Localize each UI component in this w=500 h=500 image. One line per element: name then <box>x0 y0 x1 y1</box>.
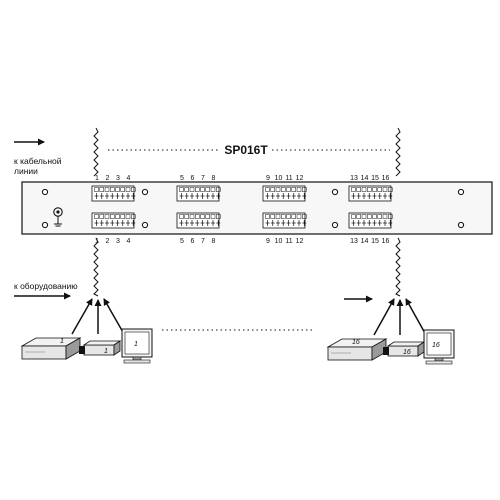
port-number-top: 3 <box>116 175 120 182</box>
port-number-bottom: 6 <box>191 238 195 245</box>
port-number-top: 11 <box>285 175 292 182</box>
monitor-icon: 1 <box>121 328 153 364</box>
port-number-bottom: 15 <box>371 238 379 245</box>
mount-hole <box>41 221 49 229</box>
cable-line-label-2: линии <box>14 166 38 176</box>
port-number-bottom: 9 <box>266 238 270 245</box>
ground-icon <box>53 207 63 227</box>
terminal-block <box>176 185 221 202</box>
mount-hole <box>331 188 339 196</box>
cable-line-label-1: к кабельной <box>14 156 62 166</box>
recorder-number: 16 <box>352 339 360 346</box>
mount-hole <box>457 188 465 196</box>
port-number-top: 13 <box>350 175 358 182</box>
port-number-top: 1 <box>95 175 99 182</box>
port-number-top: 2 <box>106 175 110 182</box>
terminal-block <box>176 212 221 229</box>
port-number-bottom: 12 <box>296 238 304 245</box>
port-number-top: 15 <box>371 175 379 182</box>
terminal-block <box>348 212 393 229</box>
camera-number: 16 <box>403 349 411 356</box>
mount-hole <box>457 221 465 229</box>
port-number-top: 9 <box>266 175 270 182</box>
mount-hole <box>141 188 149 196</box>
camera-number: 1 <box>104 348 108 355</box>
recorder-icon: 1 <box>20 337 82 360</box>
mount-hole <box>41 188 49 196</box>
monitor-number: 16 <box>432 342 440 349</box>
device-arrow <box>405 298 427 336</box>
port-number-bottom: 7 <box>201 238 205 245</box>
mount-hole <box>141 221 149 229</box>
port-number-bottom: 10 <box>275 238 283 245</box>
terminal-blocks <box>91 185 393 229</box>
device-arrow <box>71 298 93 335</box>
terminal-block <box>91 212 136 229</box>
port-number-bottom: 13 <box>350 238 358 245</box>
device-group-16: 16 16 16 <box>326 298 455 365</box>
panel-title: SP016T <box>224 143 268 157</box>
port-number-top: 6 <box>191 175 195 182</box>
port-number-top: 10 <box>275 175 283 182</box>
device-arrow <box>373 298 395 336</box>
recorder-number: 1 <box>60 338 64 345</box>
port-number-bottom: 11 <box>285 238 292 245</box>
port-number-top: 12 <box>296 175 304 182</box>
terminal-block <box>91 185 136 202</box>
port-number-bottom: 2 <box>106 238 110 245</box>
camera-icon: 16 <box>383 341 426 357</box>
terminal-block <box>262 185 307 202</box>
mount-hole <box>331 221 339 229</box>
device-group-1: 1 1 1 <box>20 298 153 364</box>
port-number-top: 4 <box>127 175 131 182</box>
port-number-bottom: 3 <box>116 238 120 245</box>
port-number-bottom: 8 <box>212 238 216 245</box>
device-arrow <box>103 298 125 335</box>
terminal-block <box>348 185 393 202</box>
port-number-top: 14 <box>361 175 369 182</box>
port-number-bottom: 14 <box>361 238 369 245</box>
port-number-top: 16 <box>382 175 390 182</box>
port-number-bottom: 16 <box>382 238 390 245</box>
cable-line-label: к кабельной линии <box>14 156 64 176</box>
terminal-block <box>262 212 307 229</box>
cable-bundle-right <box>395 127 401 297</box>
port-number-bottom: 5 <box>180 238 184 245</box>
port-number-bottom: 1 <box>95 238 99 245</box>
recorder-icon: 16 <box>326 338 388 361</box>
port-number-bottom: 4 <box>127 238 131 245</box>
equipment-label: к оборудованию <box>14 281 78 291</box>
cable-bundle-left <box>93 127 99 297</box>
port-number-top: 7 <box>201 175 205 182</box>
monitor-number: 1 <box>134 341 138 348</box>
port-number-top: 8 <box>212 175 216 182</box>
port-number-top: 5 <box>180 175 184 182</box>
camera-icon: 1 <box>79 340 122 356</box>
monitor-icon: 16 <box>423 329 455 365</box>
port-labels: 1122334455667788991010111112121313141415… <box>95 175 389 245</box>
